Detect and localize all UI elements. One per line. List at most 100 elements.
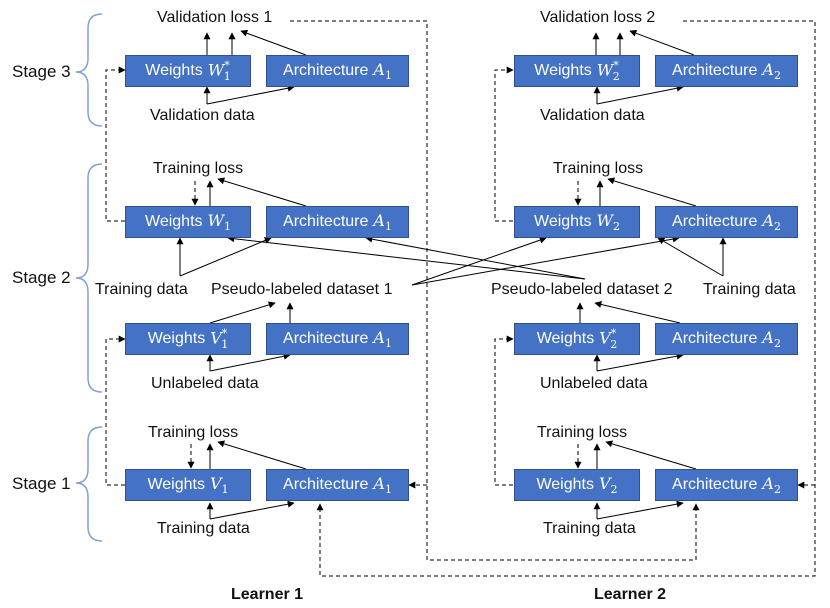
- symbol-sub: 2: [610, 483, 618, 497]
- learner-2-label: Learner 2: [594, 586, 667, 603]
- training-data-l2-s2-label: Training data: [703, 281, 796, 298]
- symbol-sub: 1: [384, 483, 392, 497]
- symbol-letter: W: [207, 60, 225, 80]
- box-text: Weights: [145, 213, 203, 230]
- symbol-letter: A: [762, 59, 774, 79]
- validation-loss-1-label: Validation loss 1: [157, 9, 273, 26]
- symbol-sub: 1: [223, 220, 231, 234]
- architecture-a1-s1-box: Architecture A1: [266, 469, 409, 501]
- symbol-letter: A: [762, 210, 774, 230]
- symbol-sup: *: [613, 59, 619, 73]
- architecture-a1-s2-lower-box: Architecture A1: [266, 323, 409, 355]
- architecture-a1-s3-box: Architecture A1: [266, 55, 409, 87]
- symbol-letter: A: [373, 210, 385, 230]
- architecture-a2-s1-box: Architecture A2: [655, 469, 798, 501]
- box-text: Weights: [534, 62, 592, 79]
- box-text: Weights: [534, 213, 592, 230]
- symbol-sup: *: [221, 327, 228, 341]
- box-text: Weights: [147, 476, 205, 493]
- architecture-a1-s2-box: Architecture A1: [266, 206, 409, 238]
- weights-w2-box: Weights W2: [514, 206, 640, 238]
- symbol-sub: 1: [384, 337, 392, 351]
- stage1-label: Stage 1: [12, 474, 71, 493]
- architecture-a2-s2-lower-box: Architecture A2: [655, 323, 798, 355]
- architecture-a2-s2-box: Architecture A2: [655, 206, 798, 238]
- symbol-letter: V: [599, 328, 611, 348]
- symbol: A1: [373, 474, 392, 496]
- symbol: V1: [210, 474, 229, 496]
- symbol: A1: [373, 60, 392, 82]
- validation-data-l2-label: Validation data: [540, 107, 645, 124]
- symbol-letter: V: [210, 328, 222, 348]
- stage3-label: Stage 3: [12, 62, 71, 81]
- stage2-label: Stage 2: [12, 268, 71, 287]
- training-data-l1-s1-label: Training data: [157, 520, 250, 537]
- box-text: Weights: [145, 62, 203, 79]
- weights-v1-star-box: Weights V*1: [125, 323, 251, 355]
- learner-1-label: Learner 1: [231, 586, 304, 603]
- symbol: A2: [762, 474, 781, 496]
- symbol: A1: [373, 211, 392, 233]
- symbol: W1: [208, 211, 231, 233]
- weights-w1-star-box: Weights W*1: [125, 55, 251, 87]
- box-text: Architecture: [283, 476, 369, 493]
- symbol-sub: 2: [612, 220, 620, 234]
- training-loss-l1-s2-label: Training loss: [153, 160, 244, 177]
- box-text: Architecture: [283, 213, 369, 230]
- box-text: Weights: [536, 330, 595, 347]
- symbol-sub: 2: [610, 337, 618, 351]
- weights-v1-box: Weights V1: [125, 469, 251, 501]
- symbol: A2: [762, 328, 781, 350]
- weights-w2-star-box: Weights W*2: [514, 55, 640, 87]
- symbol-sub: 2: [773, 483, 781, 497]
- symbol-letter: W: [596, 210, 613, 230]
- training-data-l1-s2-label: Training data: [95, 281, 188, 298]
- box-text: Weights: [536, 476, 594, 493]
- symbol: V2: [599, 474, 618, 496]
- weights-v2-star-box: Weights V*2: [514, 323, 640, 355]
- symbol: A2: [762, 211, 781, 233]
- symbol-letter: A: [762, 473, 774, 493]
- symbol-sub: 2: [773, 69, 781, 83]
- symbol-sub: 2: [773, 337, 781, 351]
- symbol-sub: 2: [612, 69, 620, 83]
- symbol-letter: A: [373, 473, 385, 493]
- symbol: A1: [373, 328, 392, 350]
- box-text: Architecture: [672, 476, 758, 493]
- stage3-brace: [75, 13, 103, 127]
- training-loss-l2-s2-label: Training loss: [553, 160, 644, 177]
- symbol-letter: W: [207, 210, 224, 230]
- training-data-l2-s1-label: Training data: [543, 520, 636, 537]
- symbol-sub: 1: [384, 220, 392, 234]
- box-text: Architecture: [672, 213, 758, 230]
- symbol-sup: *: [224, 59, 230, 73]
- symbol: W*1: [208, 59, 231, 83]
- symbol-letter: A: [373, 59, 385, 79]
- validation-data-l1-label: Validation data: [150, 107, 255, 124]
- symbol-letter: A: [373, 327, 385, 347]
- symbol-letter: A: [762, 327, 774, 347]
- unlabeled-data-l2-label: Unlabeled data: [540, 375, 648, 392]
- stage1-brace: [75, 426, 103, 542]
- symbol-letter: W: [596, 60, 614, 80]
- symbol-sub: 1: [221, 483, 229, 497]
- symbol-sub: 1: [221, 337, 229, 351]
- box-text: Architecture: [672, 330, 758, 347]
- symbol-letter: V: [598, 473, 611, 493]
- box-text: Architecture: [283, 62, 369, 79]
- weights-v2-box: Weights V2: [514, 469, 640, 501]
- box-text: Architecture: [672, 62, 758, 79]
- stage2-brace: [75, 163, 103, 393]
- training-loss-l1-s1-label: Training loss: [148, 424, 239, 441]
- validation-loss-2-label: Validation loss 2: [540, 9, 656, 26]
- pseudo-labeled-dataset-1-label: Pseudo-labeled dataset 1: [211, 281, 393, 298]
- symbol: A2: [762, 60, 781, 82]
- symbol-letter: V: [209, 473, 222, 493]
- pseudo-labeled-dataset-2-label: Pseudo-labeled dataset 2: [491, 281, 673, 298]
- training-loss-l2-s1-label: Training loss: [537, 424, 628, 441]
- symbol-sub: 1: [384, 69, 392, 83]
- unlabeled-data-l1-label: Unlabeled data: [151, 375, 259, 392]
- symbol-sub: 2: [773, 220, 781, 234]
